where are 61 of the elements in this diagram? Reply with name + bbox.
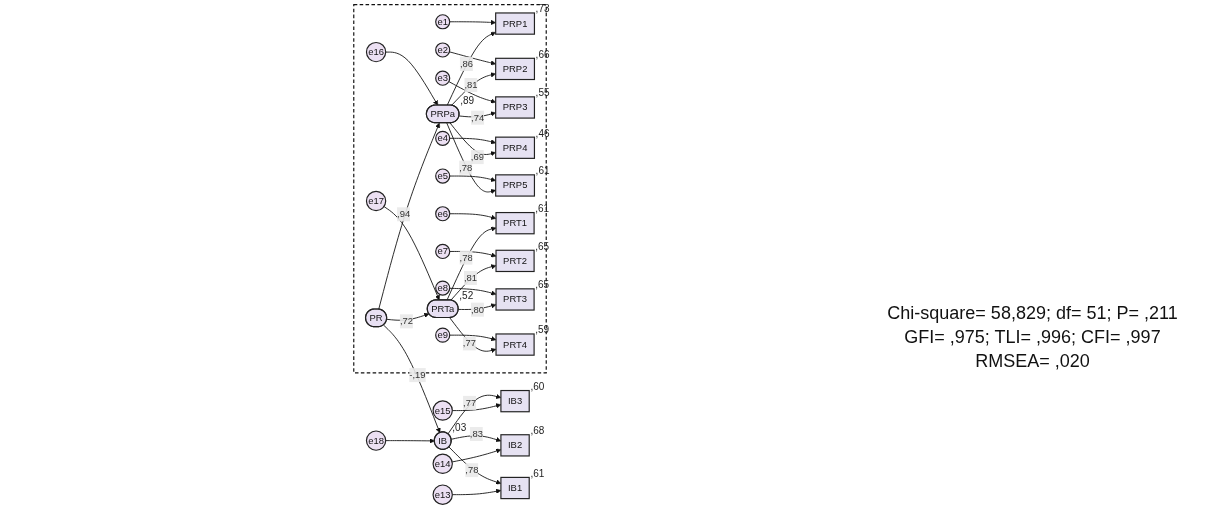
node-circle: e14 bbox=[432, 453, 453, 475]
node-box: PRT4 bbox=[495, 333, 535, 356]
node-box: PRT3 bbox=[495, 288, 535, 311]
node-circle: e1 bbox=[435, 14, 451, 30]
node-circle: e17 bbox=[365, 190, 387, 212]
node-box: PRP3 bbox=[495, 96, 536, 119]
edge-label: ,78 bbox=[459, 252, 473, 263]
node-box: PRP4 bbox=[495, 136, 536, 159]
estimate-value: ,61 bbox=[530, 467, 545, 479]
node-box: PRP1 bbox=[495, 12, 536, 35]
estimate-value: ,03 bbox=[452, 422, 467, 434]
fit-statistics: Chi-square= 58,829; df= 51; P= ,211 bbox=[886, 303, 1179, 324]
node-circle: e6 bbox=[435, 206, 451, 222]
estimate-value: ,61 bbox=[535, 165, 550, 177]
node-circle: e9 bbox=[435, 327, 451, 343]
node-circle: e16 bbox=[365, 41, 387, 63]
cluster bbox=[353, 4, 547, 374]
edge-label: ,83 bbox=[469, 428, 483, 439]
node-circle: e15 bbox=[432, 400, 453, 421]
node-circle: e13 bbox=[432, 484, 453, 505]
fit-statistics: GFI= ,975; TLI= ,996; CFI= ,997 bbox=[903, 327, 1162, 348]
edge-label: ,86 bbox=[459, 58, 474, 69]
edge-label: ,94 bbox=[397, 209, 411, 220]
node-circle: e3 bbox=[435, 70, 451, 86]
node-box: IB1 bbox=[500, 476, 530, 500]
estimate-value: ,59 bbox=[535, 324, 550, 336]
estimate-value: ,89 bbox=[460, 95, 475, 107]
node-box: PRP2 bbox=[495, 57, 536, 81]
estimate-value: ,65 bbox=[535, 240, 550, 252]
node-box: IB3 bbox=[500, 389, 530, 413]
estimate-value: ,52 bbox=[459, 290, 474, 302]
estimate-value: ,46 bbox=[535, 127, 550, 139]
edge-label: ,77 bbox=[463, 397, 477, 408]
node-box: PRT1 bbox=[495, 212, 535, 235]
estimate-value: ,61 bbox=[535, 203, 550, 214]
fit-statistics: RMSEA= ,020 bbox=[974, 351, 1091, 372]
estimate-value: ,66 bbox=[535, 48, 550, 60]
node-box: PRT2 bbox=[495, 249, 535, 273]
node-circle: e4 bbox=[435, 130, 451, 146]
estimate-value: ,55 bbox=[535, 87, 550, 99]
edge-label: ,74 bbox=[471, 112, 485, 123]
edge-label: ,77 bbox=[462, 338, 476, 349]
node-circle: e2 bbox=[435, 42, 451, 58]
node-box: PRP5 bbox=[495, 174, 536, 197]
edge-label: -,19 bbox=[409, 369, 426, 380]
node-circle: e5 bbox=[435, 168, 451, 184]
edge-label: ,78 bbox=[465, 464, 479, 475]
edge-label: ,81 bbox=[464, 79, 478, 90]
node-box: IB2 bbox=[500, 434, 530, 457]
estimate-value: ,73 bbox=[535, 3, 550, 15]
edge-label: ,80 bbox=[470, 304, 485, 315]
estimate-value: ,68 bbox=[530, 425, 545, 437]
edge-label: ,81 bbox=[463, 272, 478, 283]
node-circle: e8 bbox=[435, 280, 451, 296]
estimate-value: ,65 bbox=[535, 279, 550, 291]
node-circle: e18 bbox=[365, 430, 387, 451]
edge-label: ,69 bbox=[470, 151, 484, 162]
edge-label: ,78 bbox=[459, 162, 473, 173]
edge-label: ,72 bbox=[399, 316, 414, 327]
node-circle: e7 bbox=[435, 243, 451, 260]
estimate-value: ,60 bbox=[530, 380, 545, 392]
